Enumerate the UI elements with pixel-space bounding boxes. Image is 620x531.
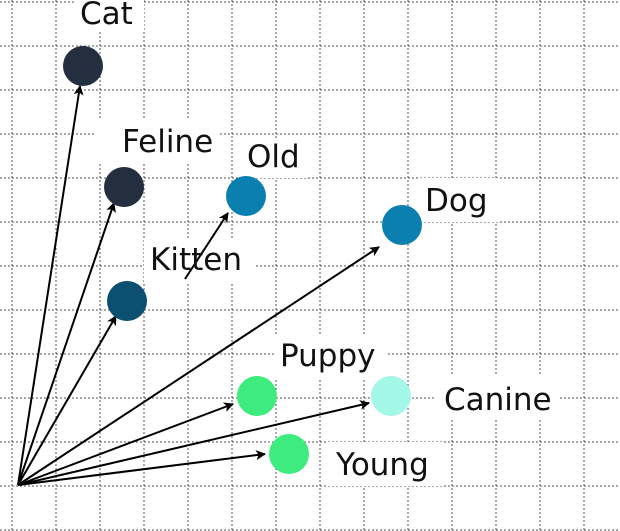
arrow-cat — [17, 85, 84, 486]
label-puppy: Puppy — [280, 338, 376, 374]
arrow-kitten-old — [184, 212, 229, 280]
node-puppy — [237, 376, 277, 416]
label-cat: Cat — [80, 0, 133, 32]
node-kitten — [107, 281, 147, 321]
label-old: Old — [247, 139, 300, 175]
label-dog: Dog — [425, 183, 488, 219]
arrow-young — [17, 450, 266, 486]
label-background-old — [240, 138, 306, 178]
label-background-canine — [436, 376, 560, 420]
arrow-dog — [17, 246, 380, 486]
label-background-young — [328, 442, 442, 486]
label-background-kitten — [144, 238, 254, 282]
word-nodes — [63, 46, 422, 474]
label-background-cat — [74, 0, 144, 32]
label-feline: Feline — [122, 124, 213, 160]
arrow-puppy — [17, 402, 234, 486]
node-old — [226, 176, 266, 216]
label-kitten: Kitten — [150, 242, 242, 278]
vector-arrows — [17, 85, 380, 486]
arrow-feline — [17, 202, 116, 486]
node-young — [269, 434, 309, 474]
node-feline — [104, 167, 144, 207]
label-background-feline — [96, 120, 220, 164]
node-cat — [63, 46, 103, 86]
label-young: Young — [335, 447, 429, 483]
arrow-canine — [17, 400, 370, 486]
arrow-kitten — [17, 315, 117, 486]
label-canine: Canine — [444, 382, 552, 418]
node-canine — [371, 376, 411, 416]
node-dog — [382, 205, 422, 245]
label-background-dog — [418, 178, 498, 222]
label-background-puppy — [274, 334, 386, 378]
